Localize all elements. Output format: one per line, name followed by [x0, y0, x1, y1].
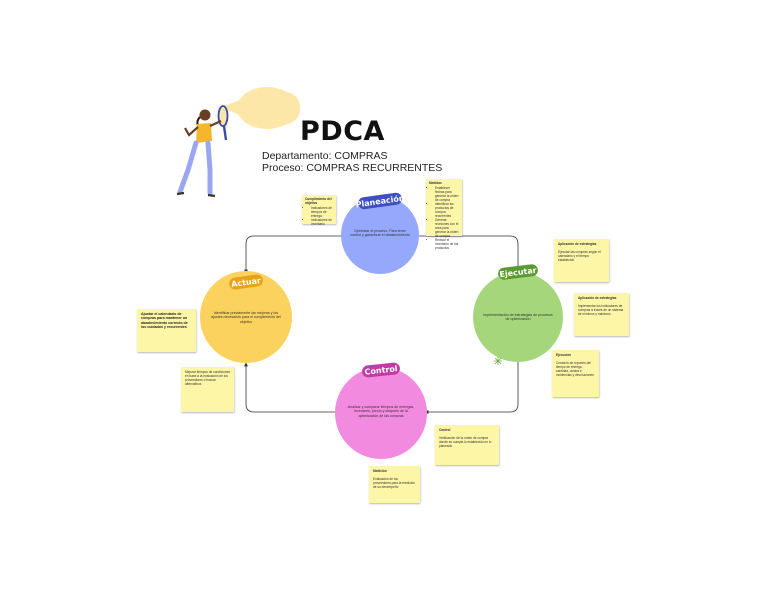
proceso-text: Proceso: COMPRAS RECURRENTES: [262, 162, 443, 174]
note-body: Verificación de la orden de compra donde…: [439, 436, 492, 448]
actuar-text: Identificar previamente las mejoras y lo…: [211, 311, 281, 324]
note-item: Identificar los productos de compra recu…: [435, 202, 459, 218]
note-item: Indicadores de inventario: [311, 218, 333, 226]
spotlight-illustration: [176, 87, 300, 198]
note-planeacion-right: Medidas Establecer fechas para generar l…: [426, 179, 462, 250]
note-body: Evaluación de los proveedores para la me…: [373, 477, 415, 489]
ejecutar-label: Ejecutar: [498, 264, 538, 280]
note-ejecutar-3: Ejecución Creación de reportes del tiemp…: [552, 350, 599, 397]
note-title: Cumplimiento del objetivo: [305, 197, 332, 205]
note-item: Indicadores de tiempos de entrega: [311, 206, 333, 218]
svg-text:Control: Control: [364, 364, 398, 376]
note-planeacion-left: Cumplimiento del objetivo Indicadores de…: [302, 195, 336, 226]
actuar-circle: [200, 271, 292, 363]
note-control-1: Control Verificación de la orden de comp…: [435, 425, 499, 465]
note-body: Implementar los indicadores de compras a…: [578, 304, 624, 316]
cycle-arrows: [244, 235, 520, 414]
note-item: Establecer fechas para generar la orden …: [435, 186, 459, 202]
control-text: Analizar y comparar tiempos de entregas,…: [347, 405, 415, 418]
note-actuar-1: Ajustar el calendario de compras para ma…: [137, 309, 196, 352]
ejecutar-circle: [473, 272, 563, 362]
control-circle: [335, 367, 427, 459]
planeacion-text: Optimizar el proceso. Para tener control…: [350, 229, 410, 238]
planeacion-circle: [341, 196, 419, 274]
note-body: Ajustar el calendario de compras para ma…: [141, 312, 188, 330]
note-body: Ejecutar las compras según el calendario…: [558, 250, 601, 262]
control-label: Control: [362, 362, 400, 378]
note-title: Control: [439, 428, 451, 432]
note-ejecutar-1: Aplicación de estrategias Ejecutar las c…: [554, 239, 609, 282]
note-title: Aplicación de estrategias: [578, 296, 617, 300]
note-item: Revisar el inventario de los productos: [435, 238, 459, 250]
departamento-text: Departamento: COMPRAS: [262, 150, 388, 162]
note-title: Aplicación de estrategias: [558, 242, 597, 246]
note-body: Creación de reportes del tiempo de entre…: [556, 361, 594, 377]
note-actuar-2: Mejorar tiempos de condiciones en base a…: [181, 367, 234, 412]
page-title: PDCA: [300, 116, 385, 147]
svg-text:Actuar: Actuar: [231, 276, 262, 289]
note-ejecutar-2: Aplicación de estrategias Implementar lo…: [574, 293, 629, 336]
planeacion-label: Planeación: [355, 193, 405, 210]
note-item: Generar reuniones con el área para gener…: [435, 218, 459, 238]
sparkle-icon: [494, 357, 502, 365]
note-title: Medidas: [429, 181, 442, 185]
note-title: Medición: [373, 469, 387, 473]
note-control-2: Medición Evaluación de los proveedores p…: [369, 466, 420, 503]
note-body: Mejorar tiempos de condiciones en base a…: [185, 370, 231, 386]
ejecutar-text: Implementación de estrategias de proceso…: [483, 313, 553, 322]
actuar-label: Actuar: [229, 274, 263, 290]
note-title: Ejecución: [556, 353, 572, 357]
